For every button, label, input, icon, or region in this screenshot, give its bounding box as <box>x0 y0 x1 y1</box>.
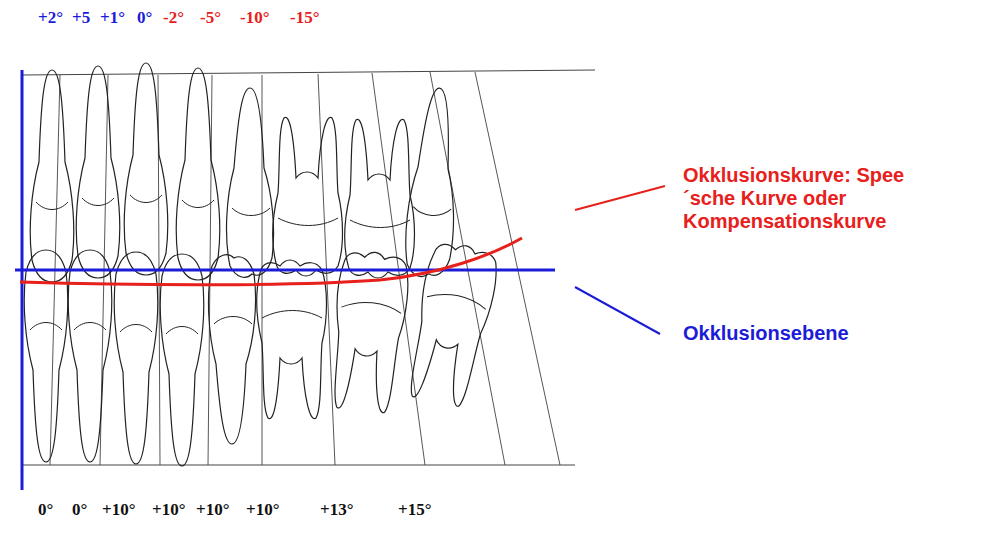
angle-bottom: +10° <box>246 500 280 520</box>
angle-top: -5° <box>200 8 221 28</box>
angle-bottom: +13° <box>320 500 354 520</box>
angle-bottom: 0° <box>38 500 53 520</box>
angle-top: 0° <box>137 8 152 28</box>
angle-bottom: +10° <box>196 500 230 520</box>
angle-top: -15° <box>290 8 319 28</box>
curve-label: Okklusionskurve: Spee´sche Kurve oder Ko… <box>683 164 928 233</box>
plane-label: Okklusionsebene <box>683 322 849 345</box>
angle-top: -10° <box>240 8 269 28</box>
angle-bottom: +10° <box>102 500 136 520</box>
angle-top: +5 <box>72 8 90 28</box>
angle-bottom: +10° <box>152 500 186 520</box>
angle-bottom: 0° <box>72 500 87 520</box>
angle-top: +2° <box>38 8 63 28</box>
angle-top: +1° <box>100 8 125 28</box>
angle-bottom: +15° <box>398 500 432 520</box>
angle-top: -2° <box>163 8 184 28</box>
